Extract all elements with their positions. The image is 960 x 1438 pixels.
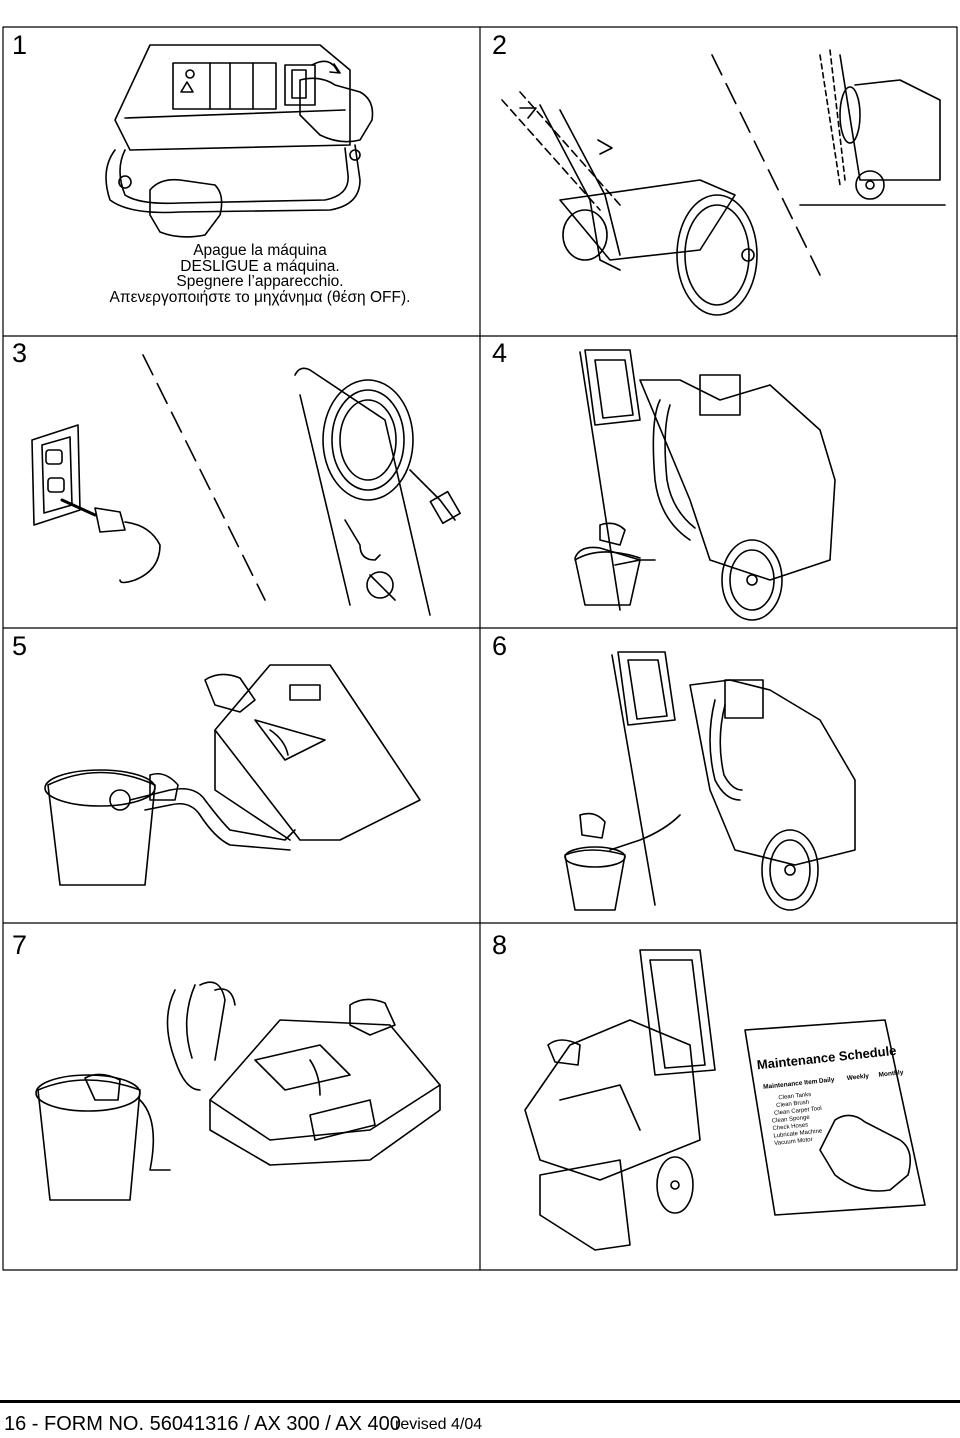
footer-rule xyxy=(0,1400,960,1403)
maintenance-column-header: Maintenance Item xyxy=(763,1078,818,1091)
panel-5-drawing xyxy=(44,664,421,886)
panel-number-5: 5 xyxy=(12,631,28,661)
maintenance-item: Check Hoses xyxy=(772,1122,808,1132)
maintenance-column-header: Daily xyxy=(819,1076,836,1085)
caption-line-es: Apague la máquina xyxy=(193,242,327,259)
maintenance-item: Clean Sponge xyxy=(772,1115,811,1125)
caption-line-el: Απενεργοποιήστε το μηχάνημα (θέση OFF). xyxy=(109,288,411,306)
footer-form-number: 16 - FORM NO. 56041316 / AX 300 / AX 400 xyxy=(4,1413,401,1435)
maintenance-item: Clean Tanks xyxy=(778,1092,811,1101)
panel-number-4: 4 xyxy=(492,338,508,368)
panel-number-1: 1 xyxy=(12,30,28,60)
footer-revision: revised 4/04 xyxy=(395,1416,483,1433)
maintenance-card-title: Maintenance Schedule xyxy=(756,1043,897,1073)
pointing-hand xyxy=(819,1114,911,1192)
panel-number-6: 6 xyxy=(492,631,508,661)
panel-3-drawing xyxy=(31,354,461,616)
panel-4-drawing xyxy=(574,349,836,621)
panel-number-7: 7 xyxy=(12,930,28,960)
panel-number-2: 2 xyxy=(492,30,508,60)
caption-line-pt: DESLIGUE a máquina. xyxy=(180,257,340,275)
panel-number-3: 3 xyxy=(12,338,28,368)
maintenance-column-header: Weekly xyxy=(846,1073,869,1082)
panel-7-drawing xyxy=(35,981,441,1201)
panel-number-8: 8 xyxy=(492,930,508,960)
maintenance-item: Lubricate Machine xyxy=(773,1128,823,1139)
panel-2-drawing xyxy=(501,49,946,316)
caption-line-it: Spegnere l’apparecchio. xyxy=(176,273,344,290)
panel-8-drawing xyxy=(524,949,926,1251)
panel-1-drawing xyxy=(105,44,374,238)
maintenance-column-header: Monthly xyxy=(878,1069,904,1079)
panel-6-drawing xyxy=(564,651,856,911)
step1-caption: Apague la máquina DESLIGUE a máquina. Sp… xyxy=(40,243,480,305)
maintenance-item: Vacuum Motor xyxy=(774,1137,813,1147)
maintenance-item: Clean Brush xyxy=(776,1100,809,1109)
maintenance-item: Clean Carpet Tool xyxy=(774,1106,822,1117)
